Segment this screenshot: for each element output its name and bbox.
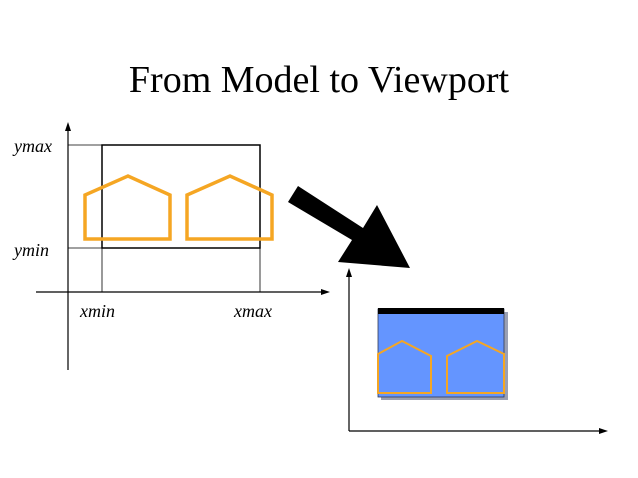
window-guides bbox=[68, 144, 261, 292]
viewport-x-axis-arrowhead bbox=[599, 428, 608, 434]
viewport-window bbox=[377, 308, 508, 400]
model-x-axis-arrowhead bbox=[321, 289, 330, 295]
model-house-right bbox=[185, 174, 274, 241]
xmin-label: xmin bbox=[80, 301, 115, 321]
viewport-house-left bbox=[377, 339, 432, 394]
viewport-body bbox=[377, 308, 505, 398]
model-axes bbox=[36, 122, 330, 370]
model-houses bbox=[83, 174, 274, 241]
transform-arrow bbox=[288, 186, 410, 268]
viewport-house-right bbox=[446, 339, 505, 394]
model-y-axis-arrowhead bbox=[65, 122, 71, 131]
clipping-window bbox=[101, 144, 261, 249]
xmax-label: xmax bbox=[234, 301, 272, 321]
viewport-axes bbox=[346, 268, 608, 434]
ymin-label: ymin bbox=[14, 240, 49, 260]
viewport-y-axis-arrowhead bbox=[346, 268, 352, 277]
model-house-left bbox=[83, 174, 172, 241]
ymax-label: ymax bbox=[14, 136, 52, 156]
viewport-title-bar bbox=[378, 308, 504, 314]
transform-arrow-shape bbox=[288, 186, 410, 268]
slide-title: From Model to Viewport bbox=[128, 59, 510, 101]
